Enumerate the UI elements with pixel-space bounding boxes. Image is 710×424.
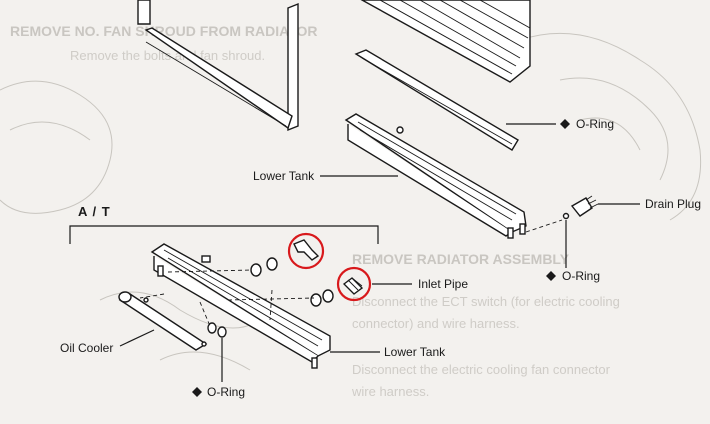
radiator-core <box>360 0 531 83</box>
elbow-fitting <box>293 239 320 261</box>
bleed-section-2: REMOVE RADIATOR ASSEMBLY <box>352 251 570 267</box>
label-inlet-pipe: Inlet Pipe <box>418 277 468 291</box>
upper-o-ring-gasket <box>354 49 519 151</box>
label-drain-plug: Drain Plug <box>645 197 701 211</box>
diamond-icon <box>192 387 202 397</box>
radiator-frame <box>137 0 299 132</box>
highlight-circle-elbow <box>287 232 325 270</box>
upper-leaders <box>320 123 640 268</box>
at-fittings <box>139 257 334 338</box>
upper-lower-tank <box>344 113 527 239</box>
label-lower-tank-lower: Lower Tank <box>384 345 446 359</box>
bleed-section-2-line1: Disconnect the ECT switch (for electric … <box>352 294 620 309</box>
at-lower-tank <box>150 243 331 369</box>
inlet-pipe-bolt <box>342 277 364 295</box>
label-o-ring-lower: O-Ring <box>207 385 245 399</box>
bleed-section-2-line3: Disconnect the electric cooling fan conn… <box>352 362 611 377</box>
highlight-circle-inlet-pipe <box>336 266 372 302</box>
bleed-section-2-line4: wire harness. <box>351 384 429 399</box>
label-o-ring-upper: O-Ring <box>576 117 614 131</box>
lower-labels: Inlet Pipe Oil Cooler Lower Tank O-Ring <box>60 277 468 399</box>
bleed-section-1: REMOVE NO. FAN SHROUD FROM RADIATOR <box>10 23 318 39</box>
diamond-icon <box>560 119 570 129</box>
label-lower-tank-upper: Lower Tank <box>253 169 315 183</box>
bleed-section-1-sub: Remove the bolts and fan shroud. <box>70 48 265 63</box>
drain-plug-assembly <box>525 195 599 233</box>
background-sketch <box>0 32 702 371</box>
label-o-ring-drain: O-Ring <box>562 269 600 283</box>
background-bleed-text: REMOVE NO. FAN SHROUD FROM RADIATOR Remo… <box>10 23 620 399</box>
lower-leaders <box>119 283 412 382</box>
bleed-section-2-line2: connector) and wire harness. <box>352 316 520 331</box>
upper-labels: O-Ring Lower Tank Drain Plug O-Ring <box>253 117 701 283</box>
label-oil-cooler: Oil Cooler <box>60 341 113 355</box>
diamond-icon <box>546 271 556 281</box>
at-section-bracket: A / T <box>69 204 379 244</box>
at-header: A / T <box>78 204 111 219</box>
oil-cooler <box>118 291 208 351</box>
